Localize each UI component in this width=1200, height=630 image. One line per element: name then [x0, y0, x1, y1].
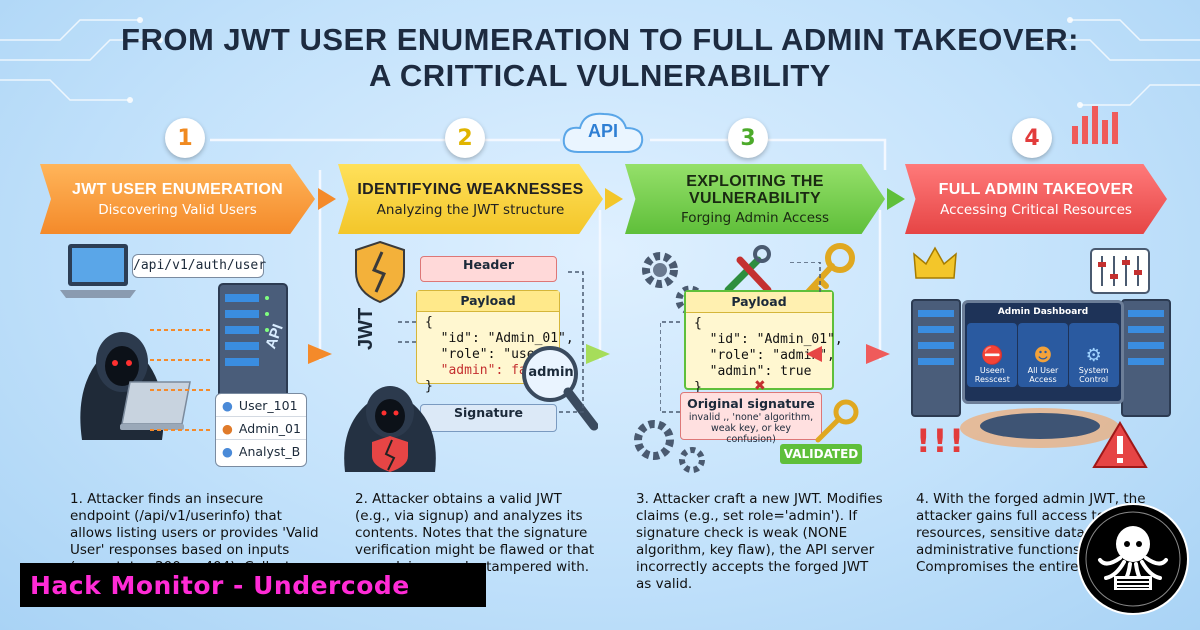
hacker-broken-shield-icon	[344, 386, 436, 472]
shield-icon: ⛔	[981, 345, 1004, 366]
step-4-number: 4	[1012, 118, 1052, 158]
watermark-text: Hack Monitor - Undercode	[30, 570, 410, 600]
step-2-banner: IDENTIFYING WEAKNESSES Analyzing the JWT…	[338, 164, 603, 234]
circuit-decoration	[0, 17, 1200, 108]
step-3-title: EXPLOITING THE VULNERABILITY	[686, 172, 824, 207]
dashboard-tile: ☻All User Access	[1017, 323, 1068, 387]
arrow-step2-icon	[586, 344, 610, 364]
step-3-banner: EXPLOITING THE VULNERABILITY Forging Adm…	[625, 164, 885, 234]
step-4-banner: FULL ADMIN TAKEOVER Accessing Critical R…	[905, 164, 1167, 234]
user-list-item: ●User_101	[216, 394, 306, 417]
magnifier-icon	[522, 346, 598, 431]
broken-shield-icon	[355, 240, 405, 304]
cross-icon: ✖	[754, 378, 766, 394]
forged-payload-code: { "id": "Admin_01", "role": "admin", "ad…	[694, 316, 843, 395]
step2-connector	[398, 271, 584, 413]
step-3-subtitle: Forging Admin Access	[680, 209, 830, 226]
wrench-screwdriver-icon	[724, 245, 772, 294]
gear-icon: ⚙	[1085, 345, 1102, 366]
step-4-subtitle: Accessing Critical Resources	[940, 201, 1132, 218]
validated-badge: VALIDATED	[780, 444, 862, 464]
title-line-1: FROM JWT USER ENUMERATION TO FULL ADMIN …	[121, 22, 1079, 57]
server-right-icon	[1121, 299, 1171, 417]
dashboard-tile: ⛔Useen Resscest	[967, 323, 1018, 387]
dashboard-title: Admin Dashboard	[997, 307, 1089, 317]
api-cloud: API	[560, 108, 646, 156]
forged-payload-box: Payload { "id": "Admin_01", "role": "adm…	[684, 290, 843, 395]
green-key-icon	[815, 399, 859, 443]
endpoint-label: /api/v1/auth/user	[132, 254, 266, 278]
original-signature-box: Original signature invalid ,, 'none' alg…	[680, 392, 822, 445]
warning-icon	[1092, 421, 1148, 468]
server-rack-icon	[218, 283, 288, 405]
red-arrow-icon	[806, 346, 822, 362]
step-2-number: 2	[445, 118, 485, 158]
arrow-2-3-icon	[605, 188, 623, 210]
step-2-title: IDENTIFYING WEAKNESSES	[357, 180, 584, 198]
bar-chart-icon	[1072, 106, 1118, 144]
admin-dashboard: Admin Dashboard ⛔Useen Resscest ☻All Use…	[962, 300, 1124, 404]
dashboard-tile: ⚙System Control	[1068, 323, 1119, 387]
octopus-logo-icon	[1077, 503, 1189, 615]
jwt-header-box: Header	[420, 256, 557, 282]
step-1-subtitle: Discovering Valid Users	[98, 201, 257, 218]
arrow-step1-icon	[308, 344, 332, 364]
orange-arrows-decoration	[150, 329, 210, 431]
users-icon: ☻	[1033, 345, 1053, 366]
step-2-subtitle: Analyzing the JWT structure	[376, 201, 565, 218]
attacker-laptop-icon	[120, 381, 191, 430]
step-1-banner: JWT USER ENUMERATION Discovering Valid U…	[40, 164, 315, 234]
user-list-item: ●Analyst_B	[222, 443, 301, 459]
crown-icon	[913, 246, 957, 279]
sliders-icon	[1090, 248, 1150, 294]
step-3-number: 3	[728, 118, 768, 158]
api-cloud-label: API	[587, 121, 618, 141]
glowing-platform	[960, 408, 1120, 448]
watermark-bar: Hack Monitor - Undercode	[20, 563, 486, 607]
arrow-3-4-icon	[887, 188, 905, 210]
step-4-title: FULL ADMIN TAKEOVER	[938, 180, 1134, 198]
cloud-icon	[562, 112, 644, 153]
signature-note: invalid ,, 'none' algorithm, weak key, o…	[688, 412, 814, 445]
golden-key-icon	[805, 243, 855, 295]
step-1-number: 1	[165, 118, 205, 158]
title-line-2: A CRITTICAL VULNERABILITY	[369, 58, 831, 93]
arrow-step3-icon	[866, 344, 890, 364]
jwt-signature-box: Signature	[420, 404, 557, 432]
server-left-icon	[911, 299, 961, 417]
jwt-vertical-label: JWT	[355, 307, 377, 350]
step3-connector	[660, 262, 821, 413]
arrow-1-2-icon	[318, 188, 336, 210]
user-list-item: ●Admin_01	[216, 417, 306, 440]
step-1-title: JWT USER ENUMERATION	[71, 180, 284, 198]
user-list: ●User_101 ●Admin_01 ●Analyst_B	[215, 393, 307, 467]
laptop-icon	[60, 244, 136, 298]
magnifier-text: admin	[528, 365, 574, 380]
alert-marks: !!!	[916, 422, 966, 460]
gears-bottom-icon	[634, 420, 705, 473]
step-3-description: 3. Attacker craft a new JWT. Modifies cl…	[636, 491, 883, 592]
